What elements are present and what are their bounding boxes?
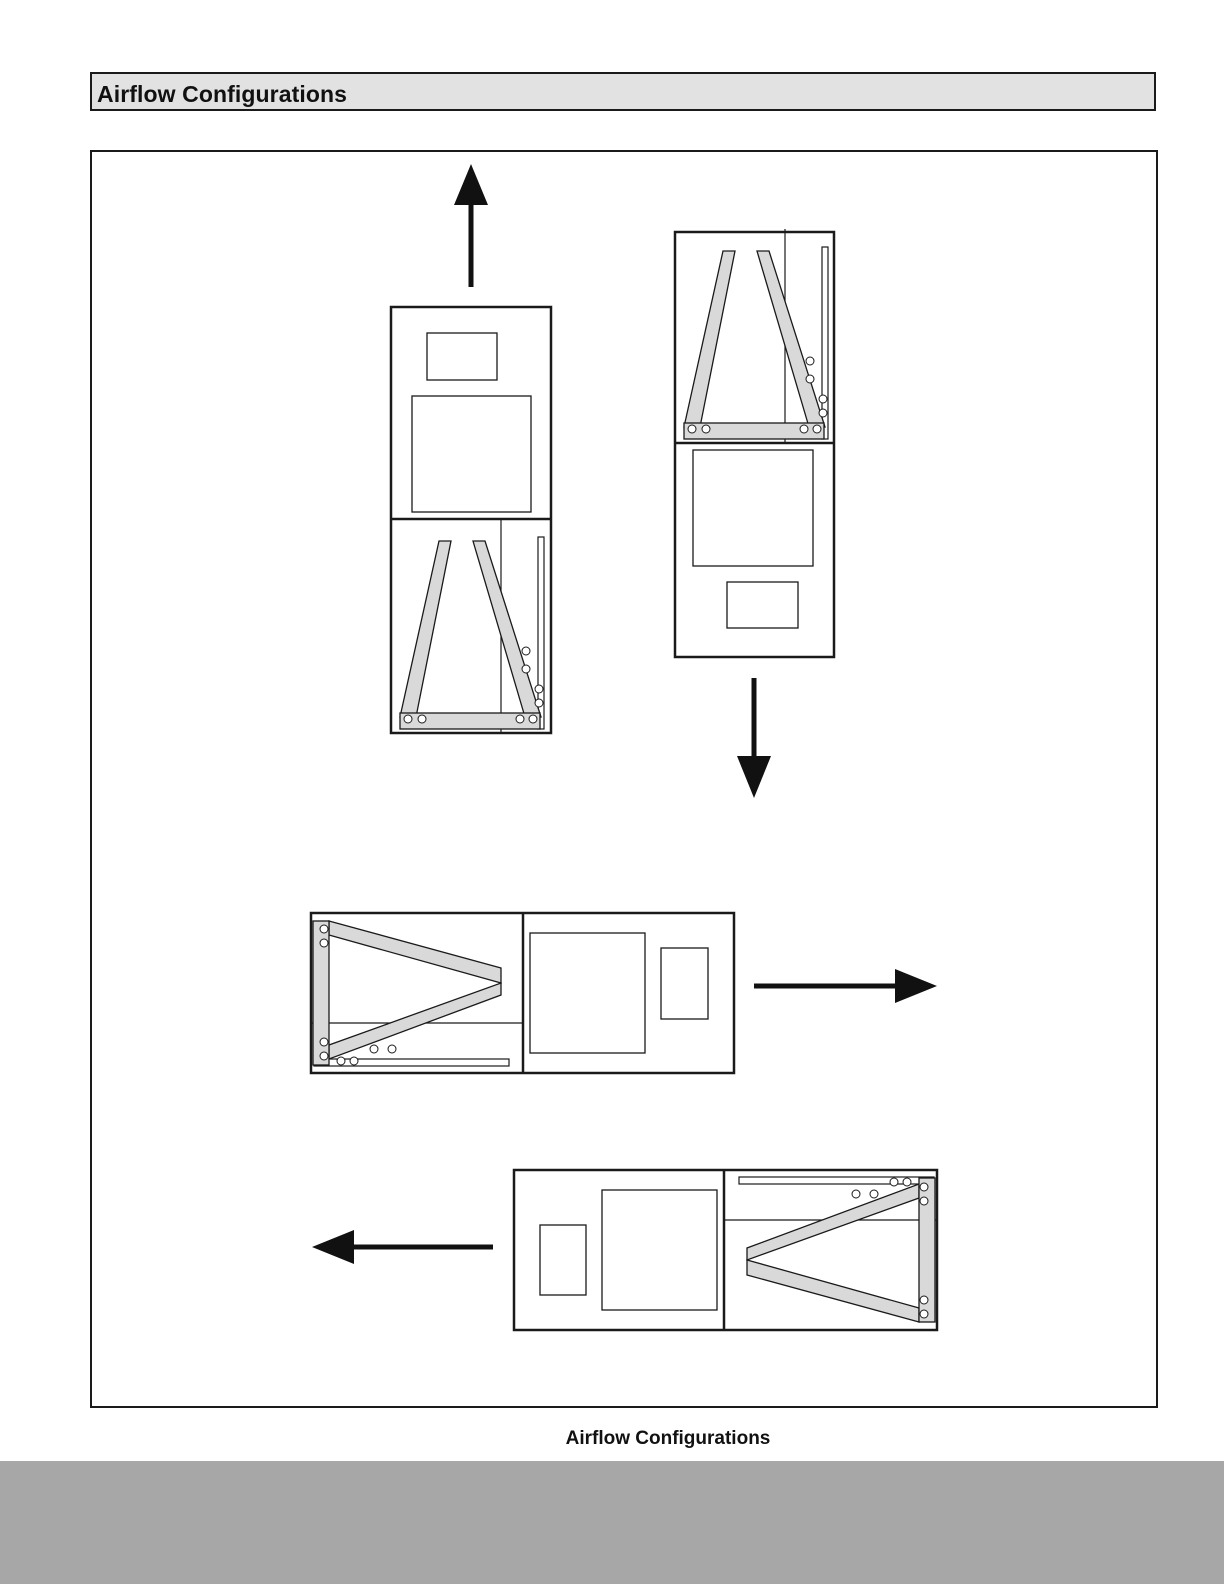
control-box bbox=[540, 1225, 586, 1295]
footer-band bbox=[0, 1461, 1224, 1584]
airflow-diagram bbox=[0, 0, 1224, 1460]
control-box bbox=[427, 333, 497, 380]
blower-housing bbox=[602, 1190, 717, 1310]
horizontal-left-unit bbox=[514, 1170, 937, 1330]
control-box bbox=[661, 948, 708, 1019]
downflow-arrow-icon bbox=[737, 678, 771, 798]
upflow-unit bbox=[391, 307, 551, 733]
horizontal-right-arrow-icon bbox=[754, 969, 937, 1003]
control-box bbox=[727, 582, 798, 628]
blower-housing bbox=[530, 933, 645, 1053]
blower-housing bbox=[693, 450, 813, 566]
horizontal-left-arrow-icon bbox=[312, 1230, 493, 1264]
downflow-unit bbox=[675, 229, 834, 657]
horizontal-right-unit bbox=[311, 913, 734, 1073]
upflow-arrow-icon bbox=[454, 164, 488, 287]
figure-caption: Airflow Configurations bbox=[0, 1428, 1224, 1450]
blower-housing bbox=[412, 396, 531, 512]
